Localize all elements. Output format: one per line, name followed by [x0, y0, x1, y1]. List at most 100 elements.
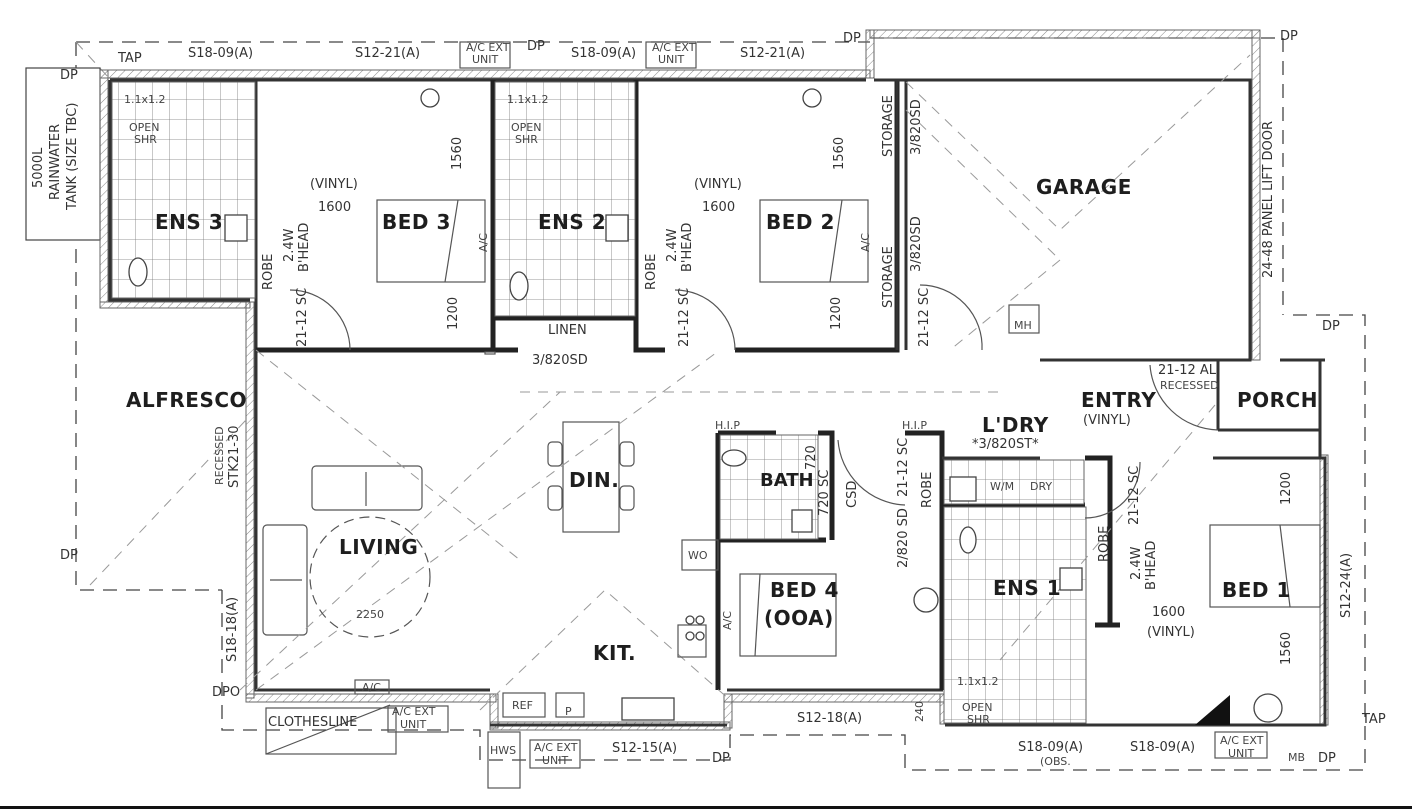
shower-shr-ens1: SHR	[967, 713, 990, 726]
room-label-linen: LINEN	[548, 323, 587, 338]
room-label-ens2: ENS 2	[538, 210, 607, 234]
downpipe-porch: DP	[1322, 319, 1340, 334]
shower-open-ens2: OPEN	[511, 121, 542, 134]
tank-line1: 5000L	[31, 147, 46, 188]
room-label-robe1: ROBE	[1097, 525, 1112, 562]
bedhead-bed2-a: 2.4W	[665, 228, 680, 262]
unit-top-1: UNIT	[472, 53, 499, 66]
door-storage-top: 3/820SD	[909, 99, 924, 155]
downpipe-top-left: DP	[60, 68, 78, 83]
window-top-3: S18-09(A)	[571, 46, 637, 61]
tap-bottom: TAP	[1362, 712, 1386, 727]
ac-bed2: A/C	[859, 233, 872, 252]
room-label-living: LIVING	[339, 535, 419, 559]
unit-top-2: UNIT	[658, 53, 685, 66]
door-linen: 3/820SD	[532, 353, 588, 368]
shower-size-ens3: 1.1x1.2	[124, 93, 166, 106]
room-label-robe3: ROBE	[261, 253, 276, 290]
window-top-1: S18-09(A)	[188, 46, 254, 61]
finish-bed1: (VINYL)	[1147, 625, 1195, 640]
dim-ens1-gap: 240	[913, 701, 926, 722]
door-bed3: 21-12 SC	[295, 287, 310, 347]
room-label-ens1: ENS 1	[993, 576, 1062, 600]
bedhead-bed3-b: B'HEAD	[297, 222, 312, 272]
dim-bed1-width: 1600	[1152, 605, 1186, 620]
hot-water-system: HWS	[490, 744, 517, 757]
downpipe-living: DPO	[212, 685, 241, 700]
door-robe-ldry-a: 21-12 SC	[896, 437, 911, 497]
door-bath-720: 720	[804, 445, 819, 470]
downpipe-alfresco: DP	[60, 548, 78, 563]
shower-open-ens3: OPEN	[129, 121, 160, 134]
ac-ext-top-1: A/C EXT	[466, 41, 510, 54]
tap-top: TAP	[118, 51, 142, 66]
room-label-robe-ldry: ROBE	[920, 471, 935, 508]
dim-bed1-bottom: 1560	[1279, 631, 1294, 665]
ac-ext-hws: A/C EXT	[534, 741, 578, 754]
downpipe-top-mid: DP	[527, 39, 545, 54]
door-storage-bottom: 3/820SD	[909, 216, 924, 272]
finish-bed2: (VINYL)	[694, 177, 742, 192]
shower-shr-ens3: SHR	[134, 133, 157, 146]
room-label-porch: PORCH	[1237, 388, 1318, 412]
shower-size-ens1: 1.1x1.2	[957, 675, 999, 688]
downpipe-kit: DP	[712, 751, 730, 766]
door-bed2: 21-12 SC	[677, 287, 692, 347]
annotation-boxes	[265, 41, 1268, 789]
clothesline: CLOTHESLINE	[268, 715, 358, 730]
ac-ext-top-2: A/C EXT	[652, 41, 696, 54]
room-label-ldry: L'DRY	[982, 413, 1049, 437]
door-alfresco-stacker: STK21-30	[227, 425, 242, 489]
window-bottom-bed4: S12-18(A)	[797, 711, 863, 726]
tank-line3: TANK (SIZE TBC)	[65, 102, 80, 210]
meter-box: MB	[1288, 751, 1306, 764]
exterior-walls	[99, 29, 1329, 731]
finish-entry: (VINYL)	[1083, 413, 1131, 428]
finish-bed3: (VINYL)	[310, 177, 358, 192]
room-label-ens3: ENS 3	[155, 210, 224, 234]
tank-line2: RAINWATER	[48, 123, 63, 200]
door-garage-internal: 21-12 SC	[917, 287, 932, 347]
door-alfresco-stacker-note: RECESSED	[213, 426, 226, 485]
door-garage-lift: 24-48 PANEL LIFT DOOR	[1261, 120, 1276, 278]
dim-bed1-top: 1200	[1279, 471, 1294, 505]
shower-shr-ens2: SHR	[515, 133, 538, 146]
ac-bed3: A/C	[477, 233, 490, 252]
washing-machine: W/M	[990, 480, 1015, 493]
bedhead-bed2-b: B'HEAD	[680, 222, 695, 272]
door-bed1: 21-12 SC	[1127, 465, 1142, 525]
room-label-bath: BATH	[760, 470, 814, 491]
window-bottom-ens1-note: (OBS.	[1040, 755, 1071, 768]
dim-bed3-width: 1600	[318, 200, 352, 215]
dim-bed2-bottom: 1200	[829, 296, 844, 330]
window-bottom-kit: S12-15(A)	[612, 741, 678, 756]
door-entry-note: RECESSED	[1160, 379, 1219, 392]
dim-bed2-width: 1600	[702, 200, 736, 215]
window-bottom-ens1: S18-09(A)	[1018, 740, 1084, 755]
downpipe-top-right: DP	[1280, 29, 1298, 44]
room-label-bed2: BED 2	[766, 210, 835, 234]
room-label-bed4-ooa: (OOA)	[764, 606, 834, 630]
rainwater-tank	[25, 67, 101, 241]
unit-hws: UNIT	[542, 754, 569, 767]
door-ldry: *3/820ST*	[972, 437, 1039, 452]
downpipe-garage: DP	[843, 31, 861, 46]
window-top-4: S12-21(A)	[740, 46, 806, 61]
bedhead-bed1-a: 2.4W	[1129, 546, 1144, 580]
ac-ext-clothesline: A/C EXT	[392, 705, 436, 718]
hip-ldry: H.I.P	[902, 419, 927, 432]
ac-bed4: A/C	[721, 611, 734, 630]
door-robe-ldry-b: 2/820 SD	[896, 508, 911, 568]
room-label-garage: GARAGE	[1036, 175, 1132, 199]
bedhead-bed1-b: B'HEAD	[1144, 540, 1159, 590]
fixtures	[128, 88, 1283, 725]
ac-ext-bed1: A/C EXT	[1220, 734, 1264, 747]
room-label-storage-bottom: STORAGE	[881, 246, 896, 308]
room-label-bed3: BED 3	[382, 210, 451, 234]
dim-living-circle: 2250	[356, 608, 384, 621]
shower-size-ens2: 1.1x1.2	[507, 93, 549, 106]
bed-furniture	[262, 199, 1321, 657]
dim-bed3-top: 1560	[450, 136, 465, 170]
window-left-living: S18-18(A)	[225, 596, 240, 662]
